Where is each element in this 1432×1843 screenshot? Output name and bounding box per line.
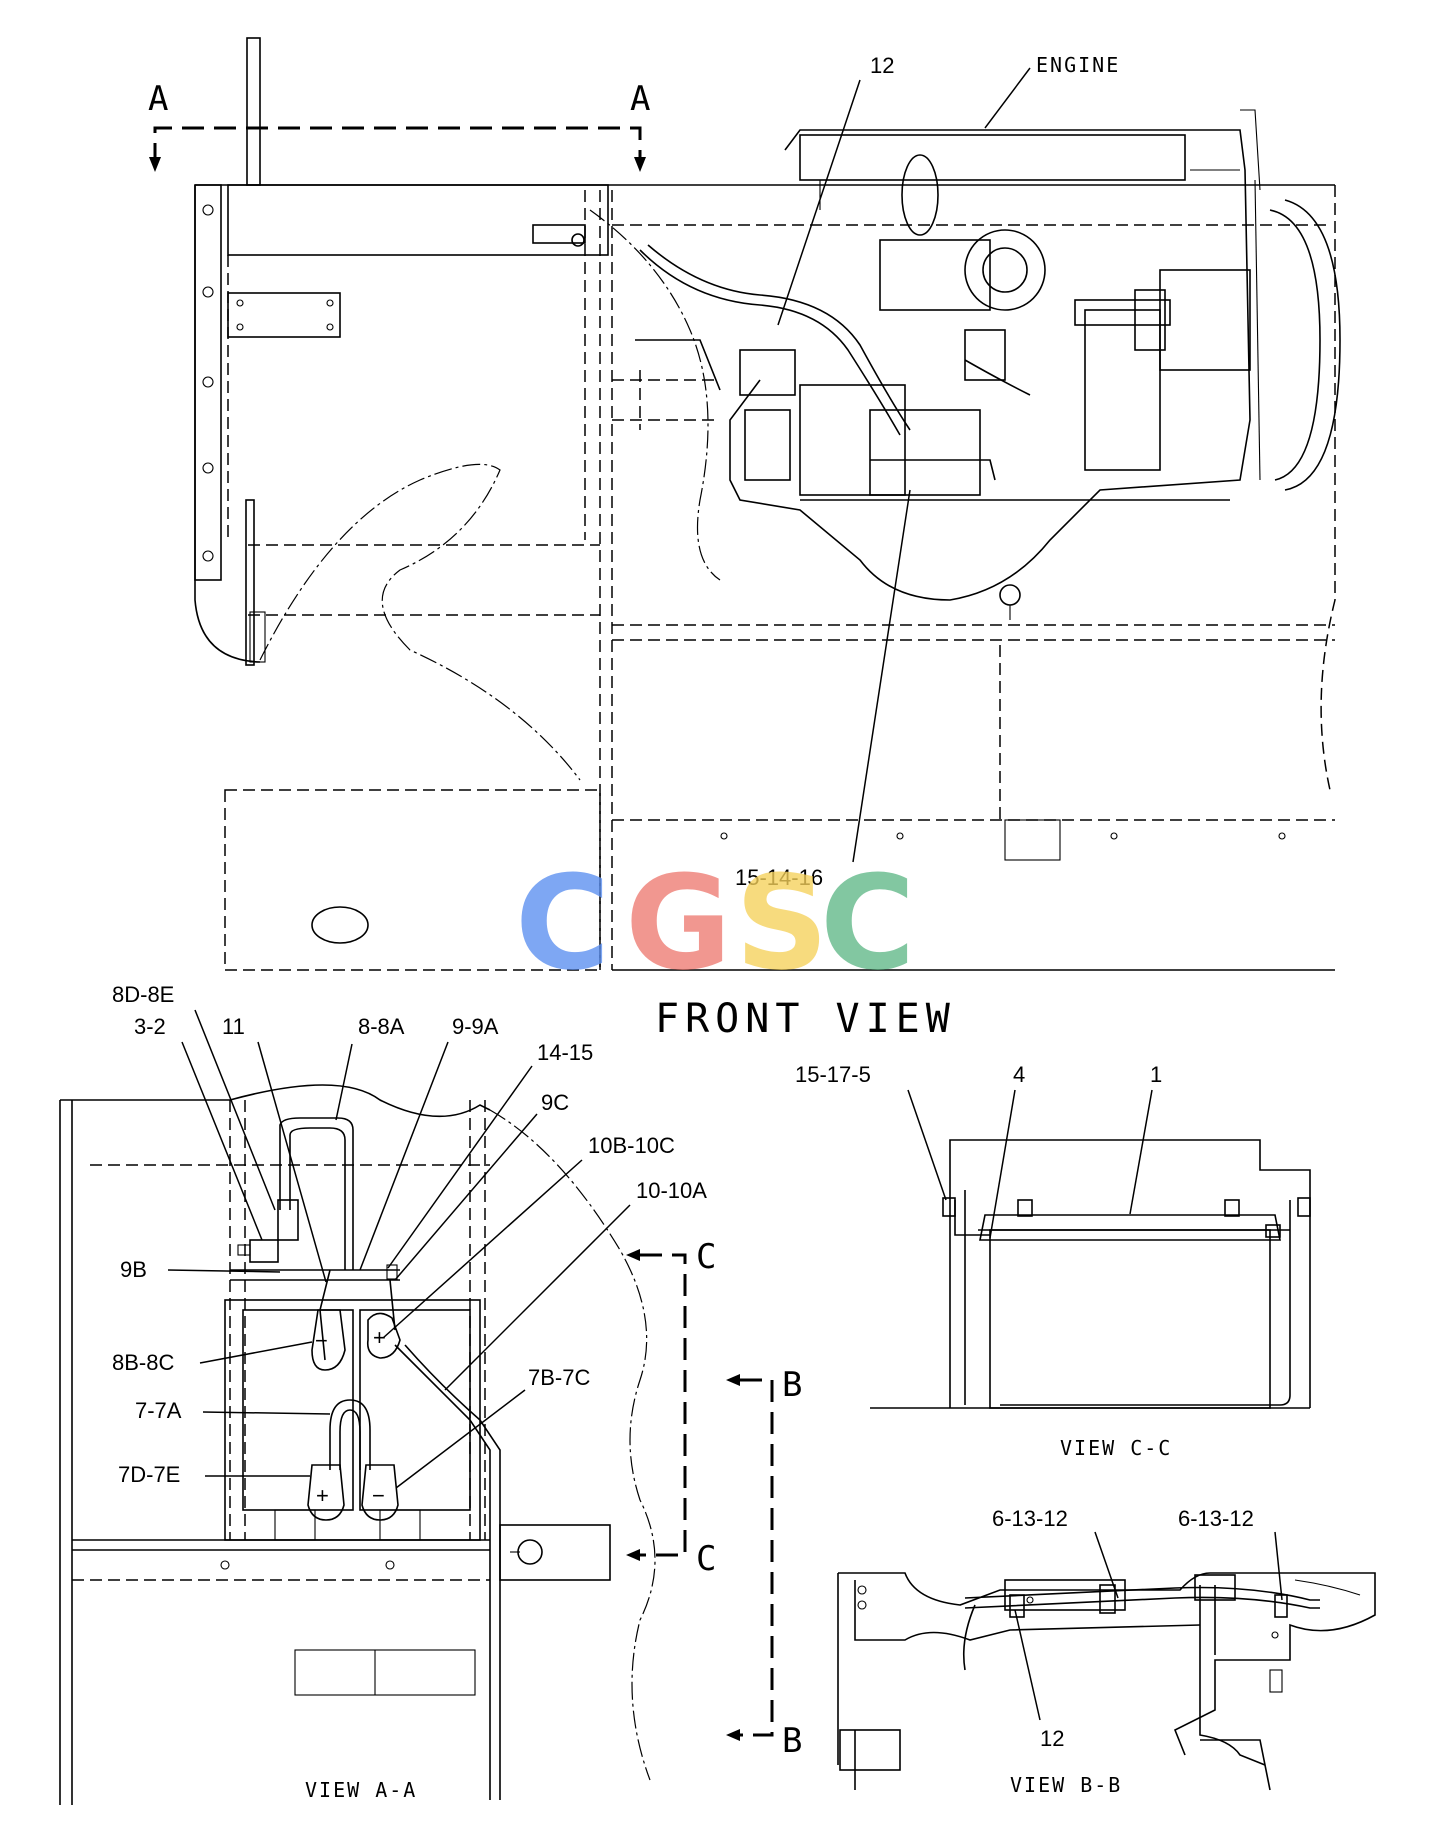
- section-marker-b-bottom: B: [782, 1721, 802, 1761]
- watermark-letter-c2: C: [820, 847, 915, 999]
- view-b-b-drawing: [837, 1572, 1376, 1791]
- view-c-c-drawing: [870, 1139, 1311, 1409]
- terminal-minus-bottom: −: [372, 1483, 385, 1508]
- callout-1: 1: [1150, 1062, 1162, 1087]
- callout-6-13-12-left: 6-13-12: [992, 1506, 1068, 1531]
- section-c-c-cut-line: [626, 1249, 687, 1561]
- front-view-callouts: 12 15-14-16 ENGINE A A: [148, 53, 1120, 890]
- section-marker-c-top: C: [696, 1237, 716, 1277]
- turbocharger-shape: [879, 154, 1046, 396]
- terminal-plus-bottom: +: [316, 1483, 329, 1508]
- callout-4: 4: [1013, 1062, 1025, 1087]
- callout-9-9a: 9-9A: [452, 1014, 499, 1039]
- callout-7d-7e: 7D-7E: [118, 1462, 180, 1487]
- callout-15-14-16: 15-14-16: [735, 865, 823, 890]
- view-a-a-callouts: 8D-8E 3-2 11 8-8A 9-9A 14-15 9C 10B-10C …: [112, 982, 707, 1489]
- watermark-letter-g: G: [625, 847, 732, 999]
- section-a-a-cut-line: [149, 126, 646, 172]
- engine-label: ENGINE: [1036, 53, 1120, 77]
- callout-9c: 9C: [541, 1090, 569, 1115]
- callout-11: 11: [222, 1014, 245, 1039]
- view-c-c-title: VIEW C-C: [1060, 1436, 1172, 1460]
- callout-9b: 9B: [120, 1257, 147, 1282]
- terminal-plus-top: +: [373, 1325, 386, 1350]
- callout-8d-8e: 8D-8E: [112, 982, 174, 1007]
- callout-15-17-5: 15-17-5: [795, 1062, 871, 1087]
- section-b-b-cut-line: [726, 1374, 774, 1741]
- view-a-a-drawing: [59, 1084, 656, 1805]
- view-c-c-callouts: 15-17-5 4 1: [795, 1062, 1162, 1239]
- section-marker-a-right: A: [630, 79, 650, 119]
- callout-14-15: 14-15: [537, 1040, 593, 1065]
- section-marker-a-left: A: [148, 79, 168, 119]
- callout-7-7a: 7-7A: [135, 1398, 182, 1423]
- front-view-title: FRONT VIEW: [655, 996, 956, 1042]
- view-b-b-callouts: 6-13-12 6-13-12 12: [992, 1506, 1283, 1751]
- callout-10-10a: 10-10A: [636, 1178, 707, 1203]
- callout-12-bb: 12: [1040, 1726, 1064, 1751]
- watermark-letter-s: S: [735, 847, 829, 999]
- section-marker-c-bottom: C: [696, 1539, 716, 1579]
- filter-canister-shape: [1074, 299, 1171, 471]
- section-marker-b-top: B: [782, 1365, 802, 1405]
- callout-6-13-12-right: 6-13-12: [1178, 1506, 1254, 1531]
- callout-10b-10c: 10B-10C: [588, 1133, 675, 1158]
- cgsc-watermark: C G S C: [515, 847, 915, 999]
- terminal-minus-top: −: [315, 1328, 328, 1353]
- callout-8b-8c: 8B-8C: [112, 1350, 174, 1375]
- callout-7b-7c: 7B-7C: [528, 1365, 590, 1390]
- callout-8-8a: 8-8A: [358, 1014, 405, 1039]
- view-a-a-title: VIEW A-A: [305, 1778, 417, 1802]
- view-b-b-title: VIEW B-B: [1010, 1773, 1122, 1797]
- callout-12: 12: [870, 53, 894, 78]
- fan-pulley-shape: [1240, 109, 1341, 491]
- watermark-letter-c1: C: [515, 847, 610, 999]
- alternator-shape: [1134, 269, 1251, 371]
- callout-3-2: 3-2: [134, 1014, 166, 1039]
- starter-motor-shape: [739, 349, 996, 496]
- front-view-drawing: [149, 37, 1341, 971]
